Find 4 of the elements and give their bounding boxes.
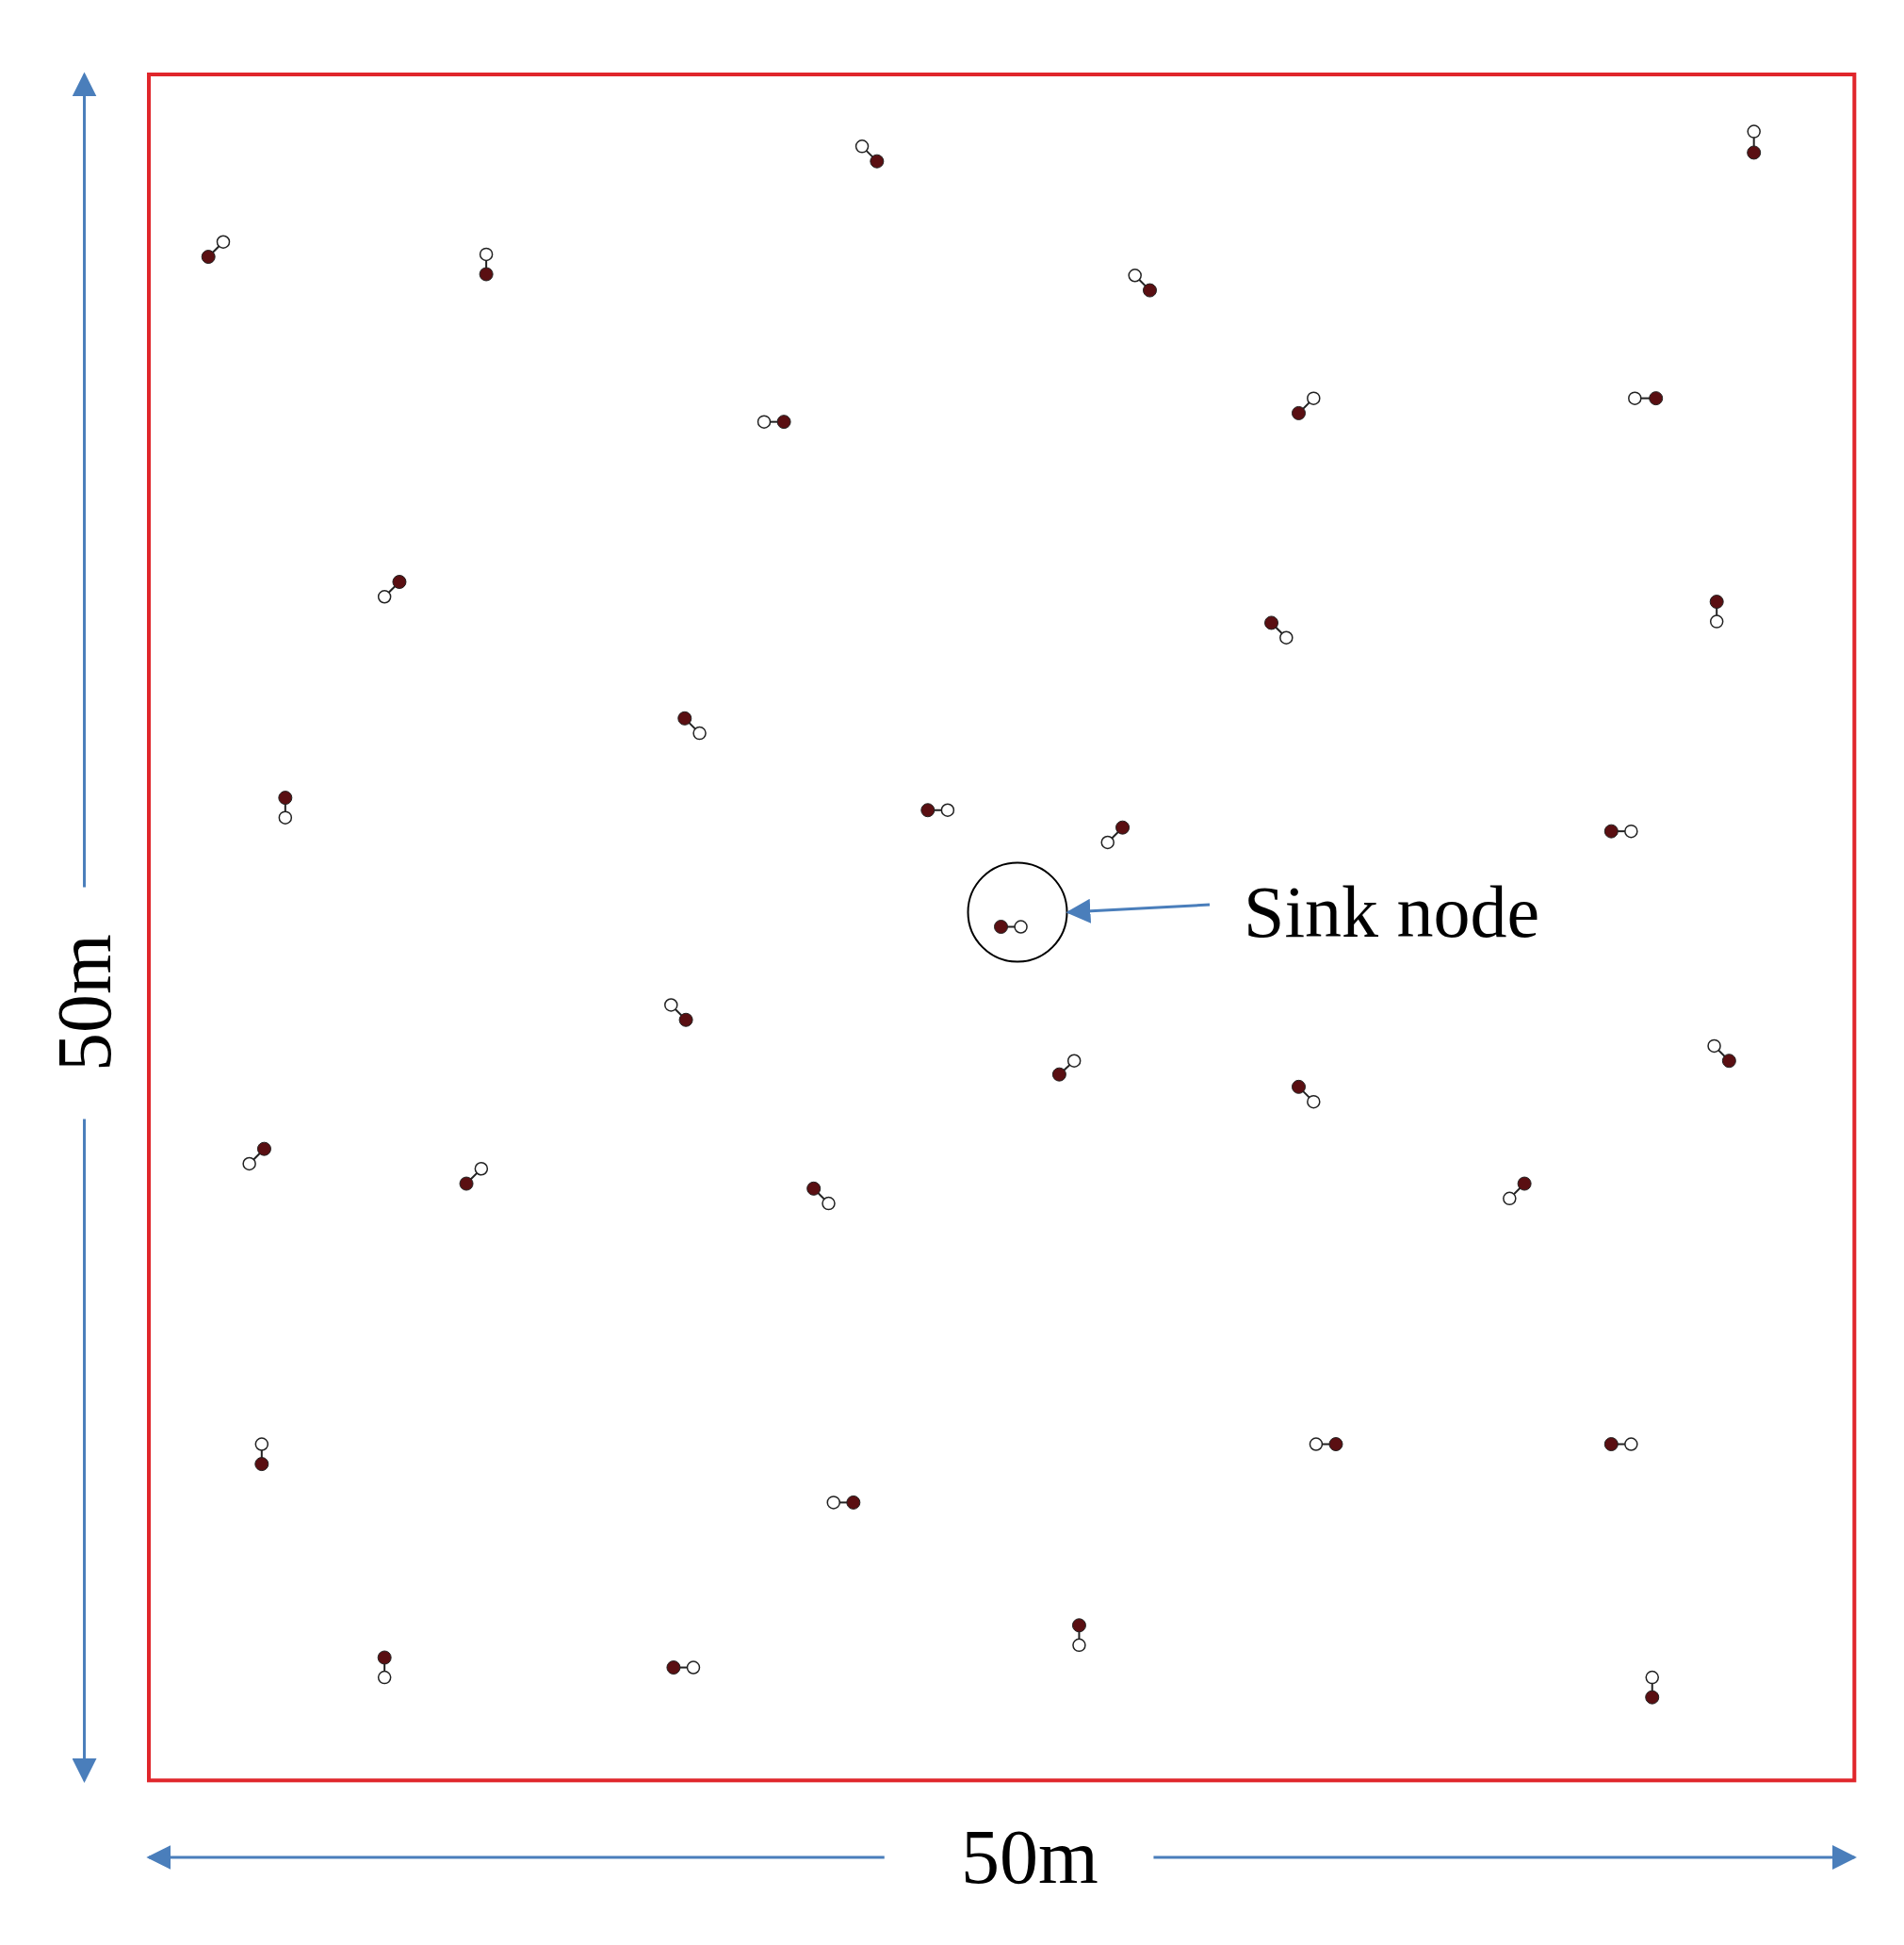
dimension-label: 50m bbox=[45, 933, 123, 1071]
sink-label: Sink node bbox=[1244, 872, 1611, 953]
dimension-label: 50m bbox=[960, 1818, 1098, 1896]
arrow bbox=[1066, 898, 1211, 923]
